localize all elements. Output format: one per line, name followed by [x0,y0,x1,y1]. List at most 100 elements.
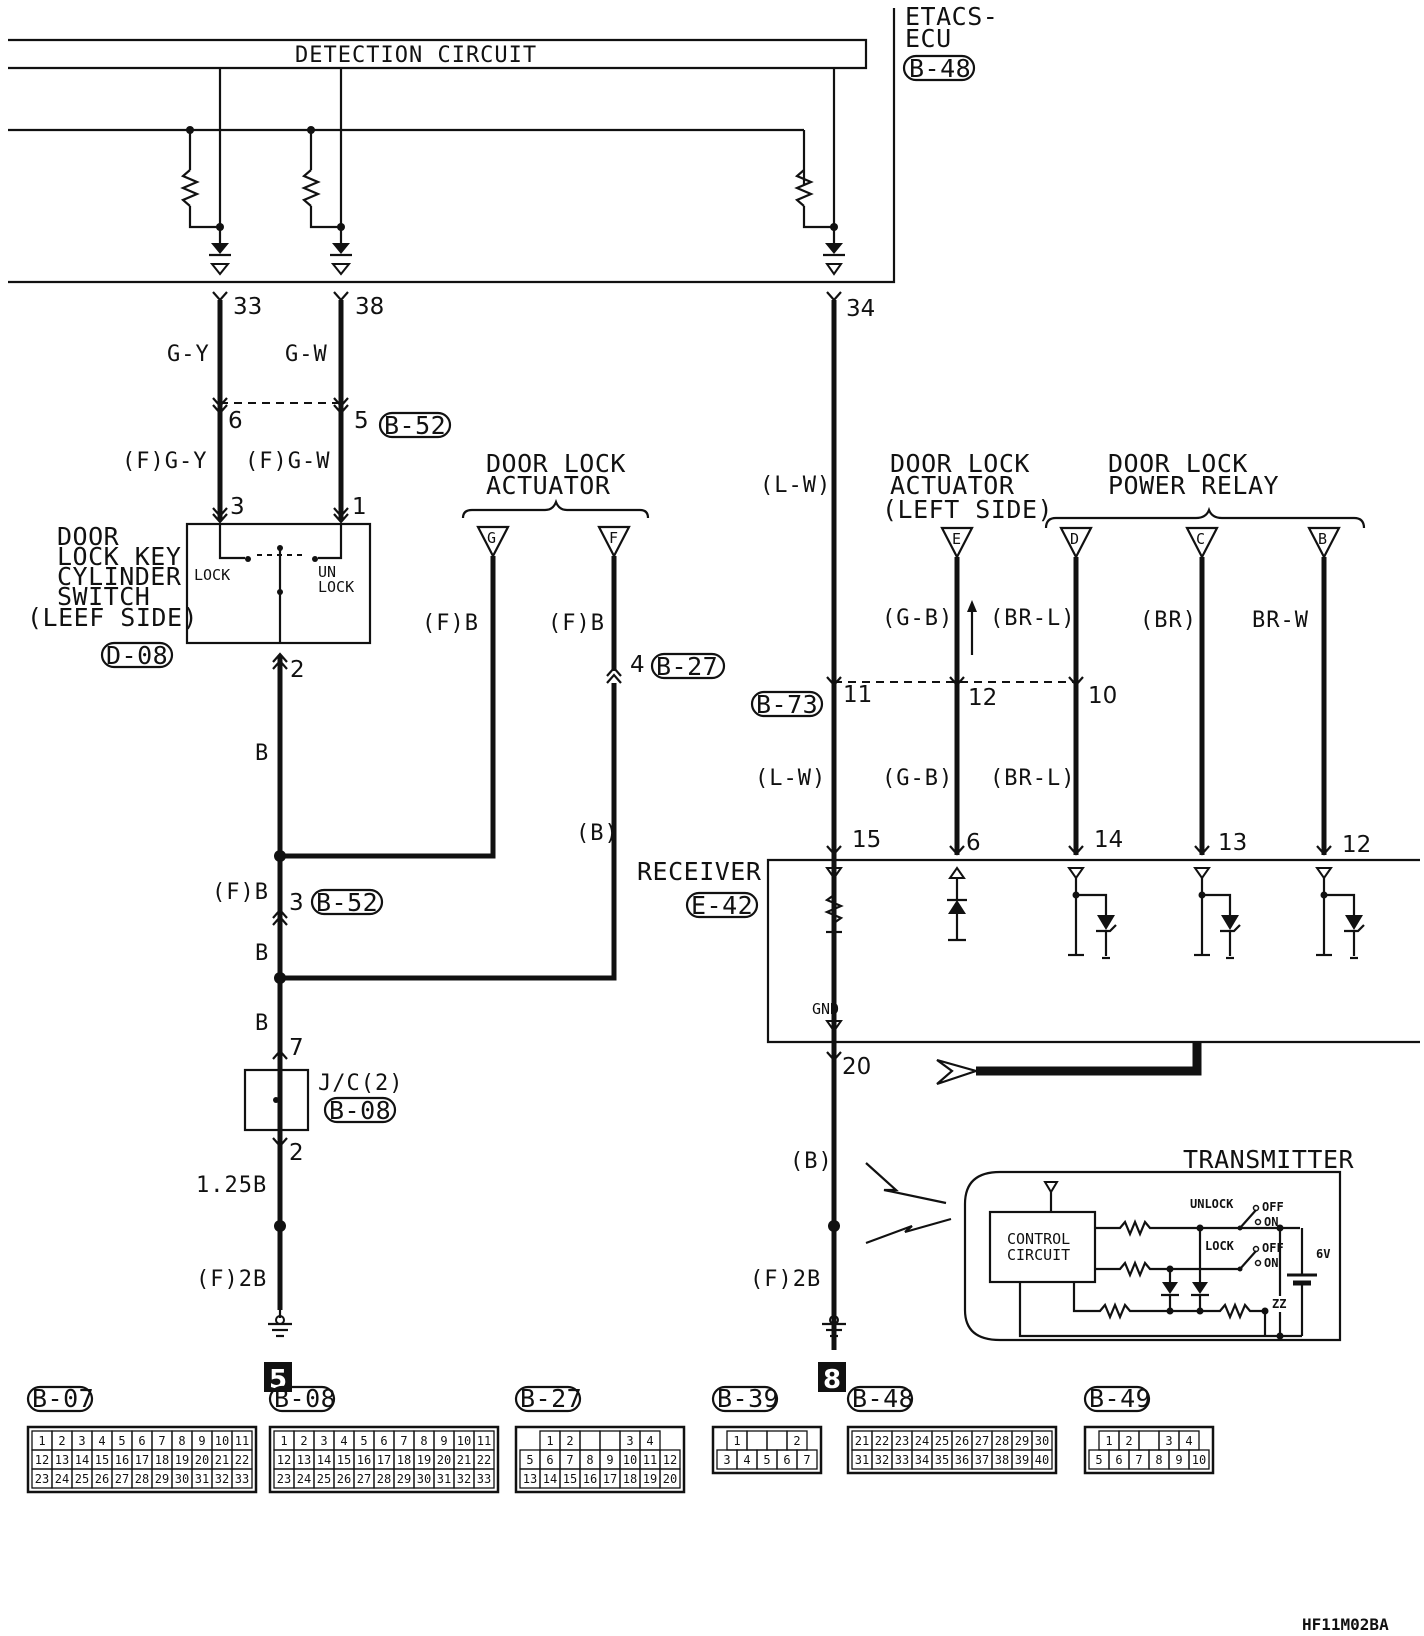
connector-pin: 30 [1035,1434,1049,1448]
connector-pin: 20 [437,1453,451,1467]
connector-pin: 24 [297,1472,311,1486]
switch-unlock-2: LOCK [318,578,354,596]
relay-pin-b: B [1318,530,1327,548]
connector-pin: 31 [855,1453,869,1467]
connector-pin: 5 [763,1453,770,1467]
connector-pin: 13 [297,1453,311,1467]
transmitter-cc-1: CONTROL [1007,1230,1070,1248]
jc-tag: B-08 [329,1096,391,1125]
connector-pin: 26 [337,1472,351,1486]
connector-pin: 33 [895,1453,909,1467]
connector-pin: 33 [477,1472,491,1486]
actuator-l-label-3: (LEFT SIDE) [882,495,1053,524]
connector-tag: B-08 [274,1384,336,1413]
transmitter-unlock: UNLOCK [1190,1197,1234,1211]
transmitter-on-2: ON [1264,1256,1278,1270]
connector-pin: 5 [526,1453,533,1467]
wire-g-w: G-W [285,342,328,367]
connector-cell [599,1430,621,1451]
wire-f-2b-2: (F)2B [750,1267,821,1292]
detection-circuit-label: DETECTION CIRCUIT [295,43,537,68]
connector-cell [659,1468,681,1489]
connector-pin: 32 [457,1472,471,1486]
transmitter-off-1: OFF [1262,1200,1284,1214]
receiver-pin-14: 14 [1094,827,1123,853]
actuator-l-label-1: DOOR LOCK [890,449,1030,478]
connector-pin: 19 [175,1453,189,1467]
connector-pin: 15 [95,1453,109,1467]
connector-pin: 3 [78,1434,85,1448]
wire-l-w-1: (L-W) [760,473,831,498]
connector-pin: 7 [1135,1453,1142,1467]
connector-pin: 19 [417,1453,431,1467]
connector-pin: 15 [337,1453,351,1467]
b52-pin-3: 3 [289,890,304,916]
connector-pin: 4 [646,1434,653,1448]
connector-pin: 7 [400,1434,407,1448]
connector-pin: 14 [75,1453,89,1467]
relay-pin-c: C [1196,530,1205,548]
actuator-r-pin-g: G [487,529,496,547]
connector-pin: 9 [606,1453,613,1467]
connector-tag-box [1083,1385,1151,1413]
connector-pin: 9 [1175,1453,1182,1467]
connector-cell [746,1430,768,1451]
receiver-pin-20: 20 [842,1054,871,1080]
connector-pin: 3 [723,1453,730,1467]
connector-cell [1188,1449,1210,1470]
connector-pin: 17 [603,1472,617,1486]
connector-pin: 31 [195,1472,209,1486]
connector-pin: 2 [300,1434,307,1448]
switch-pin-3: 3 [230,494,245,520]
connector-pin: 30 [417,1472,431,1486]
actuator-r-label-2: ACTUATOR [486,471,611,500]
b27-tag: B-27 [656,652,718,681]
connector-pin: 38 [995,1453,1009,1467]
connector-pin: 30 [175,1472,189,1486]
connector-frame [514,1425,686,1494]
wire-br-l-1: (BR-L) [990,606,1075,631]
switch-tag: D-08 [106,641,168,670]
footer-code: HF11M02BA [1302,1615,1389,1634]
actuator-l-label-2: ACTUATOR [890,471,1015,500]
connector-pin: 1 [546,1434,553,1448]
connector-pin: 18 [155,1453,169,1467]
connector-pin: 4 [1185,1434,1192,1448]
connector-pin: 11 [643,1453,657,1467]
connector-pin: 26 [955,1434,969,1448]
connector-frame [846,1425,1058,1475]
wire-b-2: B [255,941,269,966]
receiver-pin-13: 13 [1218,830,1247,856]
connector-pin: 2 [566,1434,573,1448]
wire-g-b-1: (G-B) [882,606,953,631]
connector-pin: 7 [803,1453,810,1467]
connector-pin: 3 [626,1434,633,1448]
connector-cell [796,1449,818,1470]
switch-label-4: SWITCH [57,582,150,611]
wire-br-l-2: (BR-L) [990,766,1075,791]
receiver-gnd: GND [812,1000,839,1018]
relay-label-2: POWER RELAY [1108,471,1279,500]
connector-pin: 6 [138,1434,145,1448]
switch-pin-2: 2 [290,657,305,683]
switch-label-5: (LEEF SIDE) [27,603,198,632]
actuator-r-pin-f: F [609,529,618,547]
connector-pin: 23 [277,1472,291,1486]
connector-frame [711,1425,823,1475]
connector-pin: 3 [1165,1434,1172,1448]
connector-pin: 16 [583,1472,597,1486]
wire-b-paren: (B) [576,821,619,846]
connector-pin: 25 [935,1434,949,1448]
connector-pin: 27 [357,1472,371,1486]
relay-pin-d: D [1070,530,1079,548]
wire-f-g-y: (F)G-Y [122,449,207,474]
receiver-tag: E-42 [691,891,753,920]
ecu-connector-tag: B-48 [909,54,971,83]
jc-pin-2: 2 [289,1140,304,1166]
connector-pin: 17 [377,1453,391,1467]
connector-pin: 7 [158,1434,165,1448]
connector-pin: 16 [357,1453,371,1467]
connector-pin: 17 [135,1453,149,1467]
